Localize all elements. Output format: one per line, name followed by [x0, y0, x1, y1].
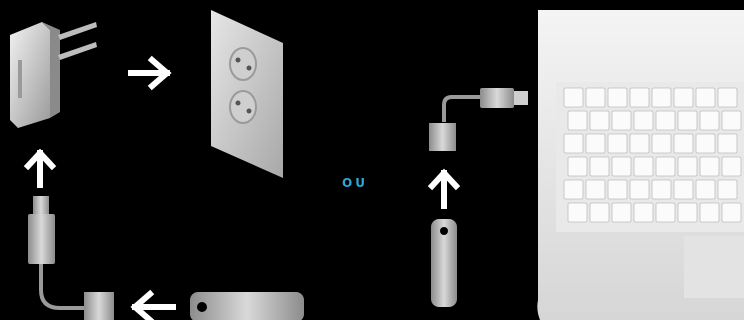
keyboard-key	[656, 203, 675, 222]
keyboard-key	[656, 157, 675, 176]
keyboard-key	[722, 111, 741, 130]
keyboard-key	[630, 134, 649, 153]
keyboard-key	[696, 180, 715, 199]
keyboard-key	[590, 111, 609, 130]
keyboard-key	[674, 180, 693, 199]
keyboard-key	[652, 88, 671, 107]
keyboard-key	[674, 134, 693, 153]
laptop-icon	[537, 10, 744, 320]
keyboard-key	[652, 134, 671, 153]
arrow-left-icon	[135, 294, 173, 320]
keyboard-key	[568, 157, 587, 176]
keyboard-key	[608, 180, 627, 199]
keyboard-key	[590, 203, 609, 222]
arrow-up-icon	[432, 173, 456, 206]
keyboard-key	[586, 134, 605, 153]
keyboard-key	[718, 180, 737, 199]
usb-cable-icon	[429, 88, 528, 151]
keyboard-key	[678, 157, 697, 176]
keyboard-key	[696, 88, 715, 107]
keyboard-key	[568, 203, 587, 222]
arrow-right-icon	[131, 60, 167, 86]
usb-key-icon	[190, 292, 304, 320]
usb-cable-icon	[28, 196, 114, 320]
keyboard-key	[608, 134, 627, 153]
keyboard-key	[634, 203, 653, 222]
keyboard-key	[612, 157, 631, 176]
keyboard-key	[652, 180, 671, 199]
keyboard-key	[700, 203, 719, 222]
keyboard-key	[586, 88, 605, 107]
arrow-up-icon	[28, 153, 52, 185]
keyboard-key	[590, 157, 609, 176]
keyboard-key	[678, 111, 697, 130]
keyboard-key	[700, 157, 719, 176]
or-label: OU	[342, 176, 368, 190]
keyboard-key	[722, 157, 741, 176]
keyboard-key	[674, 88, 693, 107]
keyboard-key	[564, 134, 583, 153]
wall-socket-icon	[211, 10, 283, 178]
keyboard-key	[586, 180, 605, 199]
keyboard-key	[608, 88, 627, 107]
keyboard-key	[678, 203, 697, 222]
wall-charger-icon	[10, 22, 97, 128]
keyboard-key	[630, 180, 649, 199]
keyboard-key	[700, 111, 719, 130]
keyboard-key	[634, 157, 653, 176]
keyboard-key	[630, 88, 649, 107]
keyboard-key	[564, 180, 583, 199]
keyboard-key	[564, 88, 583, 107]
keyboard-key	[568, 111, 587, 130]
keyboard-key	[718, 88, 737, 107]
keyboard-key	[718, 134, 737, 153]
usb-key-icon	[431, 219, 457, 307]
keyboard-key	[722, 203, 741, 222]
keyboard-key	[696, 134, 715, 153]
keyboard-key	[656, 111, 675, 130]
keyboard-key	[612, 203, 631, 222]
keyboard-key	[634, 111, 653, 130]
keyboard-key	[612, 111, 631, 130]
